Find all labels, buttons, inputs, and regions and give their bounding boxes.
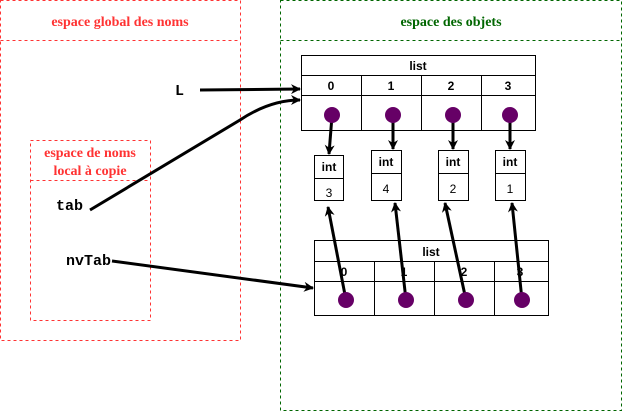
pointer-dot	[398, 292, 414, 308]
arrow-tab	[89, 95, 301, 212]
int-value: 1	[507, 182, 514, 196]
int-type: int	[503, 155, 518, 169]
list-top	[301, 55, 536, 131]
pointer-arrow	[507, 202, 524, 301]
pointer-arrow	[442, 202, 468, 301]
int-value: 2	[450, 182, 457, 196]
int-type: int	[322, 160, 337, 174]
int-value: 4	[383, 182, 390, 196]
variable-L: L	[175, 83, 184, 100]
int-value: 3	[326, 186, 333, 200]
int-box	[371, 150, 402, 201]
list-bottom	[314, 240, 549, 316]
variable-nvTab: nvTab	[66, 253, 111, 270]
list-top-index: 0	[328, 79, 335, 93]
pointer-arrow	[324, 206, 348, 301]
pointer-dot	[338, 292, 354, 308]
global-namespace: espace global des noms	[0, 0, 241, 341]
list-top-index: 3	[505, 79, 512, 93]
object-space: espace des objets	[280, 0, 622, 411]
list-top-type: list	[409, 59, 426, 73]
pointer-dot	[514, 292, 530, 308]
object-space-title: espace des objets	[400, 15, 502, 30]
local-namespace-title-2: local à copie	[53, 164, 126, 179]
variable-tab: tab	[56, 198, 83, 215]
list-bottom-index: 0	[341, 265, 348, 279]
int-type: int	[379, 155, 394, 169]
pointer-arrow	[391, 202, 408, 301]
list-top-index: 1	[388, 79, 395, 93]
pointer-dot	[324, 107, 340, 123]
pointer-dot	[385, 107, 401, 123]
pointer-dot	[502, 107, 518, 123]
list-top-index: 2	[448, 79, 455, 93]
int-box	[438, 150, 469, 201]
global-namespace-title: espace global des noms	[51, 15, 189, 30]
int-box	[495, 150, 526, 201]
arrow-nvTab	[111, 259, 314, 292]
int-type: int	[446, 155, 461, 169]
local-namespace-title-1: espace de noms	[44, 146, 136, 161]
list-bottom-type: list	[422, 245, 439, 259]
local-namespace: espace de noms local à copie	[30, 140, 151, 321]
pointer-dot	[458, 292, 474, 308]
list-bottom-index: 2	[461, 265, 468, 279]
arrow-L	[199, 84, 301, 95]
pointer-dot	[445, 107, 461, 123]
